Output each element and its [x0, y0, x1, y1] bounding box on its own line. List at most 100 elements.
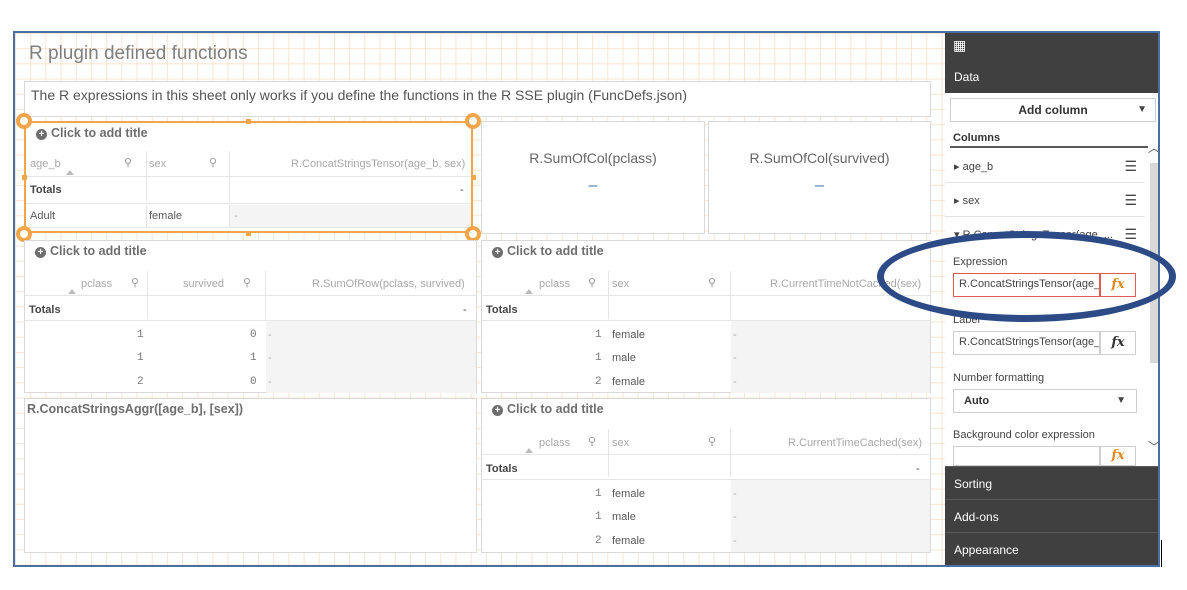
search-icon[interactable]: ⚲ — [243, 277, 252, 289]
resize-handle-bottom[interactable] — [246, 231, 251, 236]
table3-object[interactable]: +Click to add title pclass ⚲ sex ⚲ R.Cur… — [481, 240, 931, 393]
table2-title[interactable]: +Click to add title — [35, 244, 147, 258]
table1-cell: - — [234, 210, 238, 222]
plus-icon: + — [36, 129, 47, 140]
kpi1-value: – — [588, 177, 598, 194]
chevron-down-icon: ▼ — [1137, 104, 1147, 115]
add-column-button[interactable]: Add column▼ — [950, 98, 1156, 122]
table2-col-measure[interactable]: R.SumOfRow(pclass, survived) — [312, 278, 465, 290]
table3-cell: 1 — [595, 352, 602, 364]
resize-handle-bl[interactable] — [16, 226, 32, 242]
search-icon[interactable]: ⚲ — [588, 277, 597, 289]
plus-icon: + — [35, 247, 46, 258]
totals-value: - — [463, 304, 467, 316]
label-field[interactable]: R.ConcatStringsTensor(age_b, sex) — [953, 331, 1100, 355]
search-icon[interactable]: ⚲ — [588, 436, 597, 448]
bg-color-label: Background color expression — [953, 429, 1095, 441]
resize-handle-tr[interactable] — [465, 113, 481, 129]
resize-handle-top[interactable] — [246, 119, 251, 124]
column-item-age-b[interactable]: ▸ age_b ☰ — [945, 150, 1145, 183]
caret-right-icon: ▸ — [954, 195, 963, 207]
sort-icon — [68, 289, 76, 294]
table2-object[interactable]: +Click to add title pclass ⚲ survived ⚲ … — [24, 240, 477, 393]
number-formatting-select[interactable]: Auto▼ — [953, 389, 1137, 413]
table5-title[interactable]: +Click to add title — [492, 402, 604, 416]
table2-col-pclass[interactable]: pclass — [81, 278, 113, 290]
scroll-up-icon[interactable]: ︿ — [1148, 141, 1160, 155]
table3-cell: male — [612, 352, 636, 364]
table3-cell: 2 — [595, 376, 602, 388]
table3-cell: - — [733, 376, 737, 388]
totals-label: Totals — [29, 304, 61, 316]
table5-col-pclass[interactable]: pclass — [539, 437, 571, 449]
table2-cell: 1 — [250, 352, 257, 364]
search-icon[interactable]: ⚲ — [124, 157, 133, 169]
resize-handle-right[interactable] — [471, 175, 476, 180]
table1-cell: female — [149, 210, 183, 222]
resize-handle-tl[interactable] — [16, 113, 32, 129]
table5-cell: 1 — [595, 511, 602, 523]
table2-cell: 0 — [250, 329, 257, 341]
fx-label-button[interactable]: fx — [1100, 331, 1136, 355]
table1-object[interactable]: +Click to add title age_b ⚲ sex ⚲ R.Conc… — [24, 121, 473, 233]
totals-value: - — [916, 463, 920, 475]
annotation-oval — [877, 231, 1176, 322]
drag-handle-icon[interactable]: ☰ — [1124, 158, 1137, 174]
table2-cell: - — [268, 376, 272, 388]
bg-color-field[interactable] — [953, 446, 1100, 466]
kpi1-object[interactable]: R.SumOfCol(pclass) – — [481, 121, 705, 234]
totals-label: Totals — [486, 463, 518, 475]
table2-cell: 0 — [250, 376, 257, 388]
search-icon[interactable]: ⚲ — [708, 436, 717, 448]
sheet-title: R plugin defined functions — [29, 43, 248, 64]
table5-object[interactable]: +Click to add title pclass ⚲ sex ⚲ R.Cur… — [481, 398, 931, 553]
drag-handle-icon[interactable]: ☰ — [1124, 192, 1137, 208]
table5-cell: female — [612, 488, 646, 500]
table1-col-measure[interactable]: R.ConcatStringsTensor(age_b, sex) — [291, 158, 466, 170]
tab-add-ons[interactable]: Add-ons — [945, 499, 1158, 532]
search-icon[interactable]: ⚲ — [209, 157, 218, 169]
tab-appearance[interactable]: Appearance — [945, 532, 1158, 565]
table3-title[interactable]: +Click to add title — [492, 244, 604, 258]
table5-cell: female — [612, 535, 646, 547]
search-icon[interactable]: ⚲ — [131, 277, 140, 289]
table5-cell: 2 — [595, 535, 602, 547]
chart4-object[interactable]: R.ConcatStringsAggr([age_b], [sex]) — [24, 398, 477, 553]
table1-title[interactable]: +Click to add title — [36, 126, 148, 140]
table1-col-age-b[interactable]: age_b — [30, 158, 61, 170]
kpi2-title: R.SumOfCol(survived) — [749, 150, 890, 166]
table2-cell: 2 — [137, 376, 144, 388]
table3-cell: female — [612, 329, 646, 341]
table5-cell: - — [733, 535, 737, 547]
scroll-down-icon[interactable]: ﹀ — [1148, 440, 1160, 454]
number-formatting-label: Number formatting — [953, 372, 1045, 384]
table2-cell: 1 — [137, 329, 144, 341]
caret-down-icon: ▾ — [954, 229, 963, 241]
sort-icon — [66, 170, 74, 175]
plus-icon: + — [492, 405, 503, 416]
table3-cell: - — [733, 329, 737, 341]
tab-data[interactable]: Data — [945, 62, 1158, 93]
sort-icon — [525, 289, 533, 294]
table3-col-pclass[interactable]: pclass — [539, 278, 571, 290]
search-icon[interactable]: ⚲ — [708, 277, 717, 289]
table2-cell: - — [268, 352, 272, 364]
fx-bg-button[interactable]: fx — [1100, 446, 1136, 466]
column-item-sex[interactable]: ▸ sex ☰ — [945, 184, 1145, 217]
table3-cell: - — [733, 352, 737, 364]
panel-topbar: ▦ — [945, 33, 1158, 62]
table5-cell: 1 — [595, 488, 602, 500]
resize-handle-br[interactable] — [465, 226, 481, 242]
table5-col-sex[interactable]: sex — [612, 437, 630, 449]
table2-cell: - — [268, 329, 272, 341]
table5-col-measure[interactable]: R.CurrentTimeCached(sex) — [788, 437, 923, 449]
kpi2-object[interactable]: R.SumOfCol(survived) – — [708, 121, 931, 234]
table2-col-survived[interactable]: survived — [183, 278, 224, 290]
drag-handle-icon[interactable]: ☰ — [1124, 226, 1137, 242]
tab-sorting[interactable]: Sorting — [945, 466, 1158, 499]
table1-col-sex[interactable]: sex — [149, 158, 167, 170]
table5-cell: - — [733, 511, 737, 523]
table3-col-sex[interactable]: sex — [612, 278, 630, 290]
resize-handle-left[interactable] — [22, 175, 27, 180]
text-object[interactable]: The R expressions in this sheet only wor… — [24, 81, 931, 117]
